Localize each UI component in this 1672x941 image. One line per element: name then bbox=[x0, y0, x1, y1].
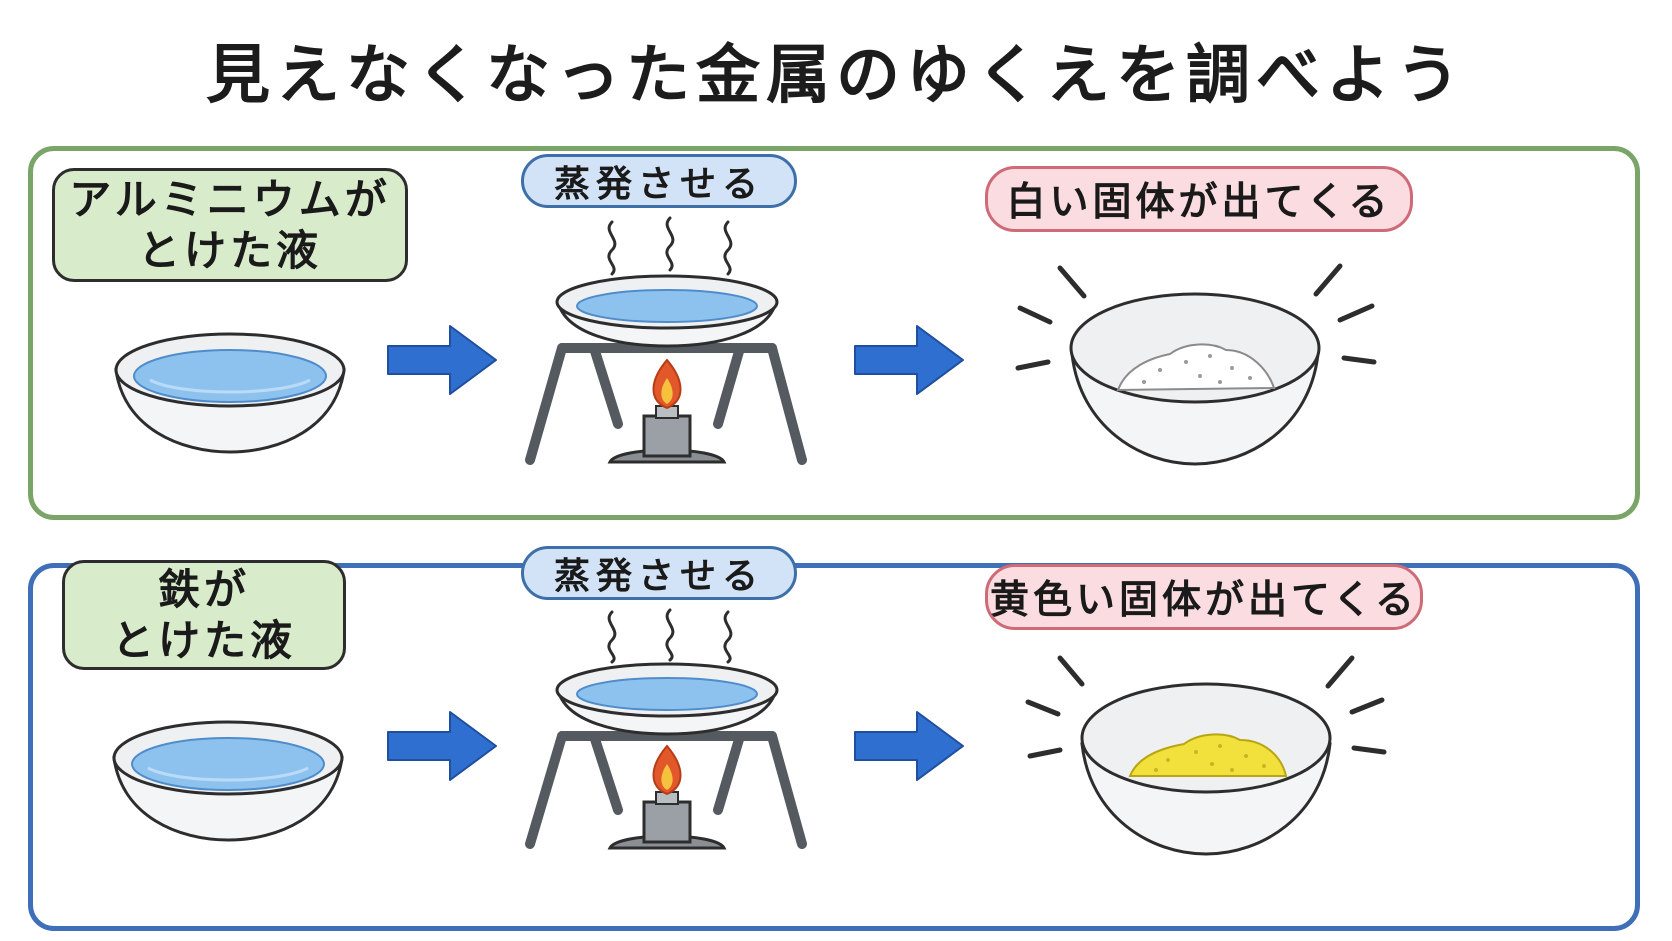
evaporation-apparatus bbox=[525, 216, 807, 465]
aluminium-label-line1: アルミニウムが bbox=[69, 174, 391, 224]
right-arrow-icon bbox=[387, 325, 497, 395]
iron-label-line1: 鉄が bbox=[157, 564, 250, 614]
page-title: 見えなくなった金属のゆくえを調べよう bbox=[206, 39, 1466, 113]
tripod-stand-icon bbox=[525, 731, 807, 849]
sparkle-lines-icon bbox=[1025, 655, 1387, 759]
right-arrow-icon bbox=[854, 325, 964, 395]
right-arrow-icon bbox=[854, 711, 964, 781]
solid-residue-bowl-icon bbox=[1015, 263, 1377, 466]
steam-icon bbox=[607, 216, 733, 276]
iron-label-line2: とけた液 bbox=[111, 616, 296, 665]
solid-residue-bowl-icon bbox=[1025, 655, 1387, 856]
iron-liquid-label: 鉄が とけた液 bbox=[62, 560, 346, 670]
evaporation-apparatus bbox=[525, 608, 807, 850]
evaporate-step-label: 蒸発させる bbox=[521, 546, 797, 600]
flame-icon bbox=[652, 744, 682, 796]
sparkle-lines-icon bbox=[1015, 263, 1377, 371]
alcohol-burner-icon bbox=[607, 791, 727, 850]
aluminium-label-line2: とけた液 bbox=[137, 226, 322, 275]
aluminium-liquid-label: アルミニウムが とけた液 bbox=[52, 168, 408, 282]
right-arrow-icon bbox=[387, 711, 497, 781]
white-solid-result-label: 白い固体が出てくる bbox=[985, 166, 1413, 232]
liquid-bowl-icon bbox=[112, 720, 344, 842]
evaporate-step-label: 蒸発させる bbox=[521, 154, 797, 208]
evaporating-dish-icon bbox=[555, 662, 779, 736]
tripod-stand-icon bbox=[525, 343, 807, 465]
steam-icon bbox=[607, 608, 733, 664]
flame-icon bbox=[652, 358, 682, 410]
evaporating-dish-icon bbox=[555, 274, 779, 348]
yellow-solid-result-label: 黄色い固体が出てくる bbox=[985, 564, 1423, 630]
alcohol-burner-icon bbox=[607, 405, 727, 464]
liquid-bowl-icon bbox=[114, 332, 346, 454]
